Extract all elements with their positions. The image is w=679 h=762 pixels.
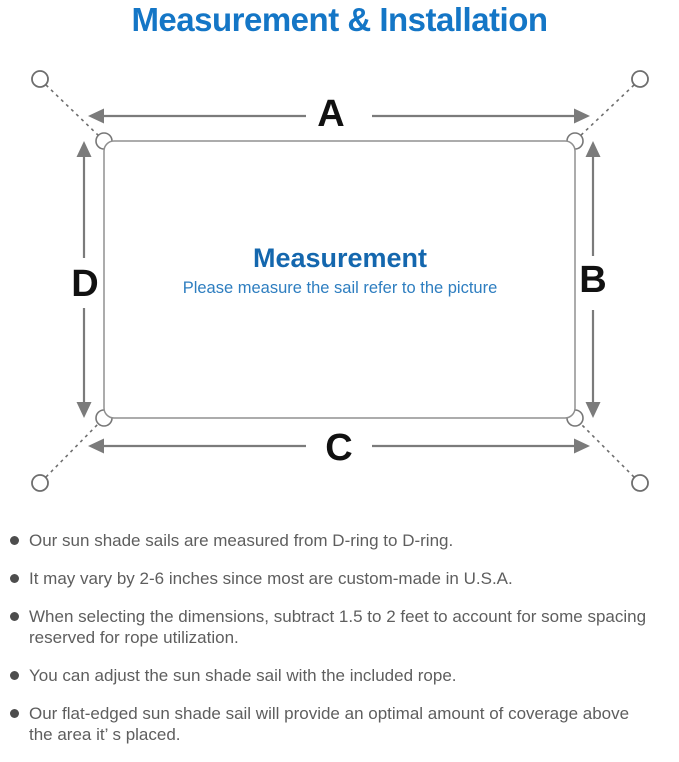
bullet-icon	[10, 709, 19, 718]
arrowhead-icon	[585, 141, 601, 157]
bullet-icon	[10, 612, 19, 621]
note-text: Our flat-edged sun shade sail will provi…	[29, 704, 630, 744]
dimension-label-c: C	[325, 427, 352, 469]
dashed-line-top-left	[45, 84, 101, 138]
arrowhead-icon	[574, 438, 590, 454]
note-item: When selecting the dimensions, subtract …	[10, 606, 672, 648]
dashed-line-top-right	[578, 84, 635, 138]
arrowhead-icon	[88, 108, 104, 124]
anchor-ring-icon	[31, 474, 49, 492]
sail-rectangle	[103, 140, 576, 419]
anchor-ring-icon	[631, 474, 649, 492]
measurement-diagram: A B C D Measurement Please measure the s…	[31, 70, 649, 492]
dashed-line-bottom-right	[578, 421, 635, 478]
note-text: Our sun shade sails are measured from D-…	[29, 531, 454, 550]
dimension-arrows	[82, 114, 595, 448]
diagram-center-heading: Measurement	[253, 243, 427, 273]
dimension-label-a: A	[317, 93, 344, 135]
anchor-dashed-lines	[45, 84, 635, 478]
note-text: You can adjust the sun shade sail with t…	[29, 666, 457, 685]
bullet-icon	[10, 574, 19, 583]
bullet-icon	[10, 536, 19, 545]
bullet-icon	[10, 671, 19, 680]
anchor-ring-icon	[31, 70, 49, 88]
anchor-ring-icon	[631, 70, 649, 88]
note-item: Our sun shade sails are measured from D-…	[10, 530, 672, 551]
notes-list: Our sun shade sails are measured from D-…	[10, 530, 672, 762]
arrowhead-icon	[76, 402, 92, 418]
note-item: You can adjust the sun shade sail with t…	[10, 665, 672, 686]
dimension-label-d: D	[71, 263, 98, 305]
note-text: When selecting the dimensions, subtract …	[29, 607, 647, 647]
arrowhead-icon	[76, 141, 92, 157]
arrowhead-icon	[88, 438, 104, 454]
arrowheads	[76, 108, 601, 454]
anchor-rings	[31, 70, 649, 492]
note-item: Our flat-edged sun shade sail will provi…	[10, 703, 672, 745]
page-title: Measurement & Installation	[131, 1, 548, 38]
note-item: It may vary by 2-6 inches since most are…	[10, 568, 672, 589]
arrowhead-icon	[574, 108, 590, 124]
note-text: It may vary by 2-6 inches since most are…	[29, 569, 513, 588]
arrowhead-icon	[585, 402, 601, 418]
dimension-label-b: B	[579, 259, 606, 301]
dashed-line-bottom-left	[45, 421, 101, 478]
diagram-center-subtitle: Please measure the sail refer to the pic…	[183, 279, 498, 297]
